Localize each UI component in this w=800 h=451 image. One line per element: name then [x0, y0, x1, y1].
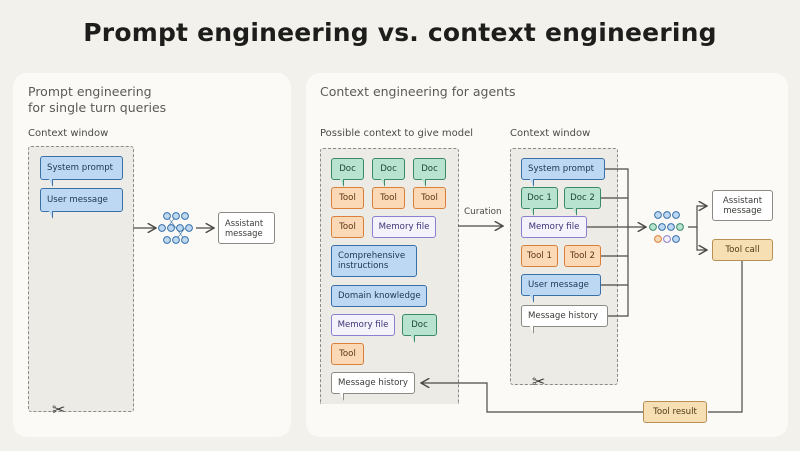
panel-title-line1: Prompt engineering [28, 84, 152, 99]
message-history-chip: Message history [521, 305, 608, 327]
context-window-label: Context window [510, 128, 591, 139]
tool-chip: Tool [413, 187, 446, 209]
user-message-chip: User message [521, 274, 601, 296]
tool-chip: Tool [372, 187, 405, 209]
assistant-message-box: Assistant message [712, 190, 773, 221]
scissors-icon: ✂ [532, 372, 546, 391]
user-message-chip: User message [40, 188, 123, 212]
panel-title: Context engineering for agents [320, 84, 516, 99]
tool-2-chip: Tool 2 [564, 245, 601, 267]
context-window-label: Context window [28, 128, 109, 139]
doc-chip: Doc [402, 314, 437, 336]
doc-2-chip: Doc 2 [564, 187, 601, 209]
model-icon [649, 211, 684, 243]
doc-chip: Doc [413, 158, 446, 180]
tool-call-box: Tool call [712, 239, 773, 261]
curation-label: Curation [464, 207, 502, 217]
memory-file-chip: Memory file [521, 216, 587, 238]
memory-file-chip: Memory file [372, 216, 436, 238]
tool-chip: Tool [331, 216, 364, 238]
page-title: Prompt engineering vs. context engineeri… [83, 18, 717, 47]
doc-chip: Doc [331, 158, 364, 180]
doc-chip: Doc [372, 158, 405, 180]
system-prompt-chip: System prompt [40, 156, 123, 180]
domain-knowledge-chip: Domain knowledge [331, 285, 427, 307]
tool-result-box: Tool result [643, 401, 707, 423]
assistant-message-box: Assistant message [218, 212, 275, 244]
tool-chip: Tool [331, 343, 364, 365]
tool-chip: Tool [331, 187, 364, 209]
system-prompt-chip: System prompt [521, 158, 605, 180]
possible-context-label: Possible context to give model [320, 128, 474, 139]
memory-file-chip: Memory file [331, 314, 395, 336]
message-history-chip: Message history [331, 372, 415, 394]
panel-title-line2: for single turn queries [28, 100, 167, 115]
scissors-icon: ✂ [52, 400, 66, 419]
model-icon [158, 212, 193, 244]
comprehensive-instructions-chip: Comprehensive instructions [331, 245, 417, 277]
doc-1-chip: Doc 1 [521, 187, 558, 209]
tool-1-chip: Tool 1 [521, 245, 558, 267]
